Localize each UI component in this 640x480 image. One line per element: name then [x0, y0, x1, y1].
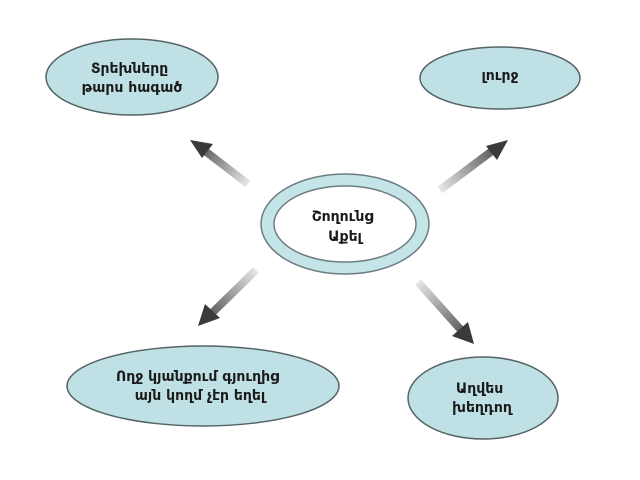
- node-top-left-label-line-1: Տրեխները: [91, 61, 168, 77]
- arrow-top-left: [190, 140, 251, 188]
- node-bottom-right-label-line-1: Աղվես: [456, 381, 503, 397]
- center-node-label: Շողունց Աքել: [312, 209, 378, 245]
- node-top-left-label-line-2: թարս հագած: [82, 80, 183, 96]
- arrow-bottom-left: [198, 267, 259, 326]
- node-bottom-left-label: Ողջ կյանքում գյուղից այն կողմ չէր եղել: [116, 369, 284, 404]
- node-top-left-label: Տրեխները թարս հագած: [82, 61, 183, 96]
- node-bottom-right-label-line-2: խեղդող: [452, 400, 513, 416]
- center-node-label-line-2: Աքել: [328, 229, 363, 245]
- arrow-bottom-right: [415, 279, 474, 344]
- node-bottom-right: Աղվես խեղդող: [407, 356, 559, 440]
- center-node: Շողունց Աքել: [260, 173, 430, 275]
- node-top-left: Տրեխները թարս հագած: [45, 38, 219, 116]
- node-top-right-label-line-1: լուրջ: [481, 68, 518, 84]
- arrow-top-right: [437, 140, 508, 194]
- node-bottom-left-label-line-2: այն կողմ չէր եղել: [135, 388, 267, 404]
- node-bottom-left-label-line-1: Ողջ կյանքում գյուղից: [116, 369, 279, 385]
- node-top-right-label: լուրջ: [481, 68, 518, 84]
- node-bottom-left: Ողջ կյանքում գյուղից այն կողմ չէր եղել: [66, 345, 340, 427]
- node-bottom-right-label: Աղվես խեղդող: [452, 381, 513, 416]
- node-top-right: լուրջ: [419, 46, 581, 110]
- center-node-label-line-1: Շողունց: [312, 209, 374, 225]
